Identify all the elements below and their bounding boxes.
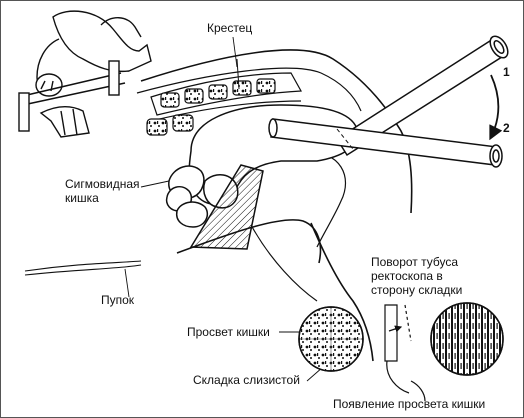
label-navel: Пупок <box>101 293 135 307</box>
rectoscope-tube-position-2 <box>268 118 503 168</box>
label-lumen-appearance: Появление просвета кишки <box>333 397 486 411</box>
endoscopic-view-lumen-appearance <box>430 302 504 376</box>
position-mark-2: 2 <box>503 121 510 135</box>
label-bowel-lumen: Просвет кишки <box>187 325 270 339</box>
endoscopic-view-lumen <box>298 306 364 372</box>
label-mucosal-fold: Складка слизистой <box>193 373 300 387</box>
rotation-arrow <box>489 74 503 141</box>
label-sigmoid-colon: Сигмовидная кишка <box>65 177 140 205</box>
label-sacrum: Крестец <box>207 21 253 35</box>
label-tube-rotation: Поворот тубуса ректоскопа в сторону скла… <box>371 255 463 297</box>
sacrum-vertebrae <box>146 58 302 136</box>
position-mark-1: 1 <box>503 65 510 79</box>
leader-lines <box>124 36 324 382</box>
scope-turn-sketch <box>384 304 426 402</box>
rectoscope-tube-position-1 <box>335 35 509 157</box>
patient-position-illustration <box>18 10 152 138</box>
